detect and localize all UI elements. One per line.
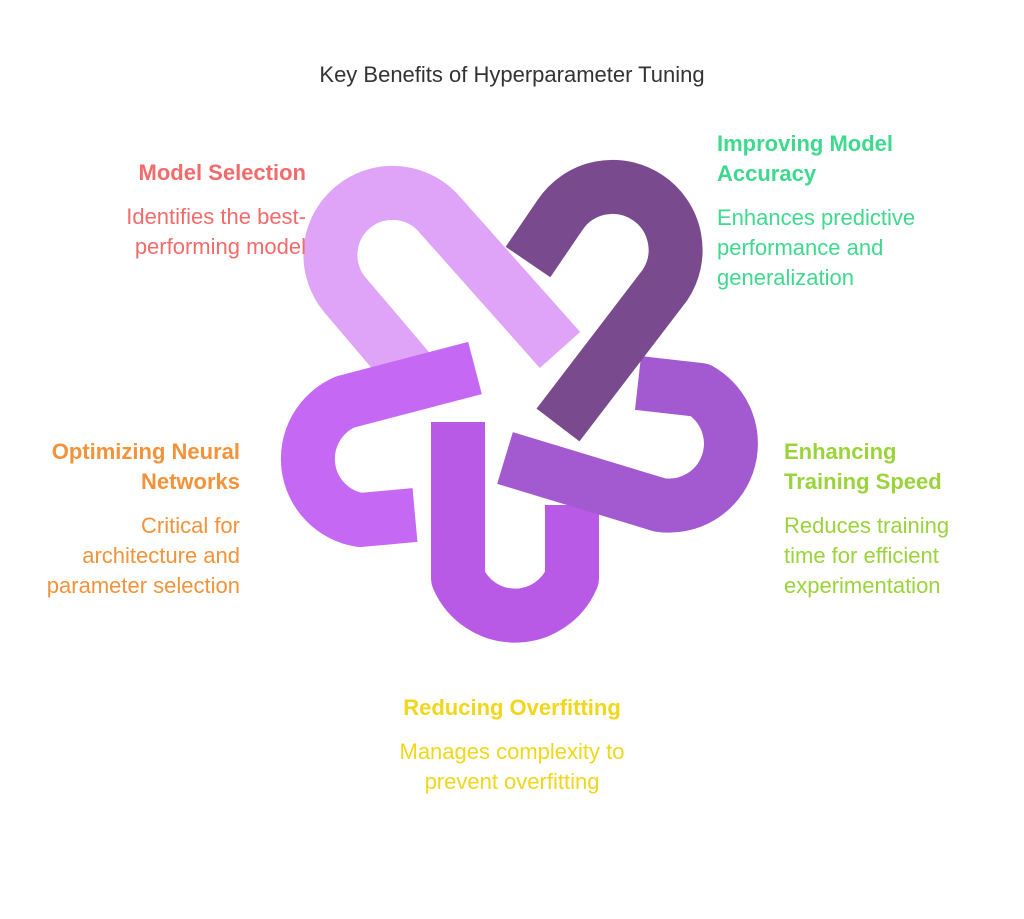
benefit-description: Reduces training time for efficient expe… [784,513,950,598]
benefit-improving-model-accuracy: Improving Model Accuracy Enhances predic… [717,129,937,293]
benefit-heading: Model Selection [138,160,306,185]
benefit-description: Manages complexity to prevent overfittin… [399,739,625,794]
link-model-selection [303,165,581,413]
benefit-description: Enhances predictive performance and gene… [717,205,916,290]
link-enhancing-training-speed [497,356,758,533]
benefit-model-selection: Model Selection Identifies the best-perf… [60,158,306,262]
benefit-optimizing-neural-networks: Optimizing Neural Networks Critical for … [30,437,240,601]
benefit-description: Critical for architecture and parameter … [46,513,240,598]
benefit-heading: Enhancing Training Speed [784,439,942,494]
link-improving-model-accuracy [505,159,703,442]
benefit-heading: Reducing Overfitting [403,695,621,720]
diagram-title: Key Benefits of Hyperparameter Tuning [319,62,705,87]
benefit-enhancing-training-speed: Enhancing Training Speed Reduces trainin… [784,437,984,601]
benefit-heading: Optimizing Neural Networks [51,439,240,494]
link-reducing-overfitting [431,422,599,643]
link-optimizing-neural-networks [280,341,482,547]
benefit-heading: Improving Model Accuracy [717,131,893,186]
benefit-description: Identifies the best-performing model [126,204,306,259]
benefit-reducing-overfitting: Reducing Overfitting Manages complexity … [392,693,632,797]
